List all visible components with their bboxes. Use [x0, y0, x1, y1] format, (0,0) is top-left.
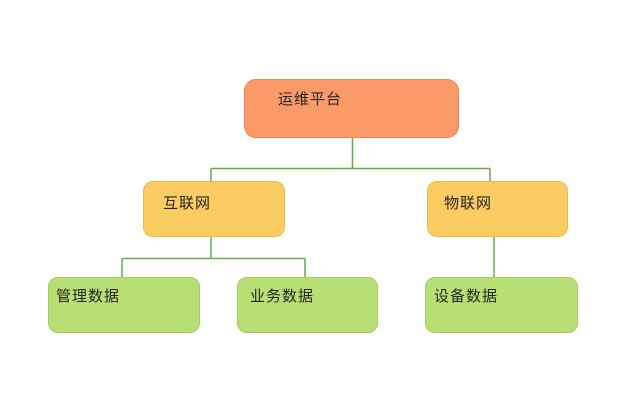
node-root-label: 运维平台: [278, 90, 343, 108]
node-management-data[interactable]: 管理数据: [48, 277, 200, 333]
node-management-data-label: 管理数据: [56, 287, 121, 305]
node-internet[interactable]: 互联网: [143, 181, 285, 237]
node-business-data[interactable]: 业务数据: [237, 277, 378, 333]
node-iot[interactable]: 物联网: [427, 181, 568, 237]
node-business-data-label: 业务数据: [250, 287, 315, 305]
connector-root-to-children: [210, 138, 491, 181]
node-root[interactable]: 运维平台: [244, 79, 459, 138]
node-device-data[interactable]: 设备数据: [425, 277, 578, 333]
node-internet-label: 互联网: [163, 194, 212, 212]
node-iot-label: 物联网: [444, 194, 493, 212]
connector-internet-to-children: [121, 237, 306, 277]
node-device-data-label: 设备数据: [434, 287, 499, 305]
